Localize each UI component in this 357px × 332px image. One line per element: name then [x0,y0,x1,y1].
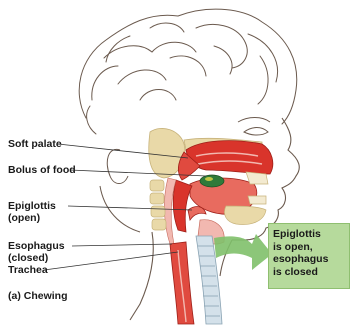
caption-chewing: (a) Chewing [8,290,68,302]
epiglottis-shape [188,207,206,220]
lower-jaw-bone [224,206,266,224]
label-esophagus: Esophagus (closed) [8,240,65,264]
callout-line2: is open, [273,241,328,254]
label-esophagus-line2: (closed) [8,252,65,264]
callout-line4: is closed [273,266,328,279]
nasal-cavity [186,141,273,174]
label-soft-palate: Soft palate [8,138,62,150]
callout-text: Epiglottis is open, esophagus is closed [273,228,328,278]
label-epiglottis-line2: (open) [8,212,56,224]
label-trachea: Trachea [8,264,48,276]
bolus-of-food [200,175,224,187]
callout-line1: Epiglottis [273,228,328,241]
pharynx [173,180,192,232]
label-bolus-of-food: Bolus of food [8,164,76,176]
label-esophagus-line1: Esophagus [8,240,65,252]
label-epiglottis: Epiglottis (open) [8,200,56,224]
vertebrae [150,180,166,230]
upper-teeth [246,172,268,184]
hair-outline [79,9,297,134]
eye [244,128,268,136]
ear [107,149,128,183]
callout-line3: esophagus [273,253,328,266]
label-epiglottis-line1: Epiglottis [8,200,56,212]
